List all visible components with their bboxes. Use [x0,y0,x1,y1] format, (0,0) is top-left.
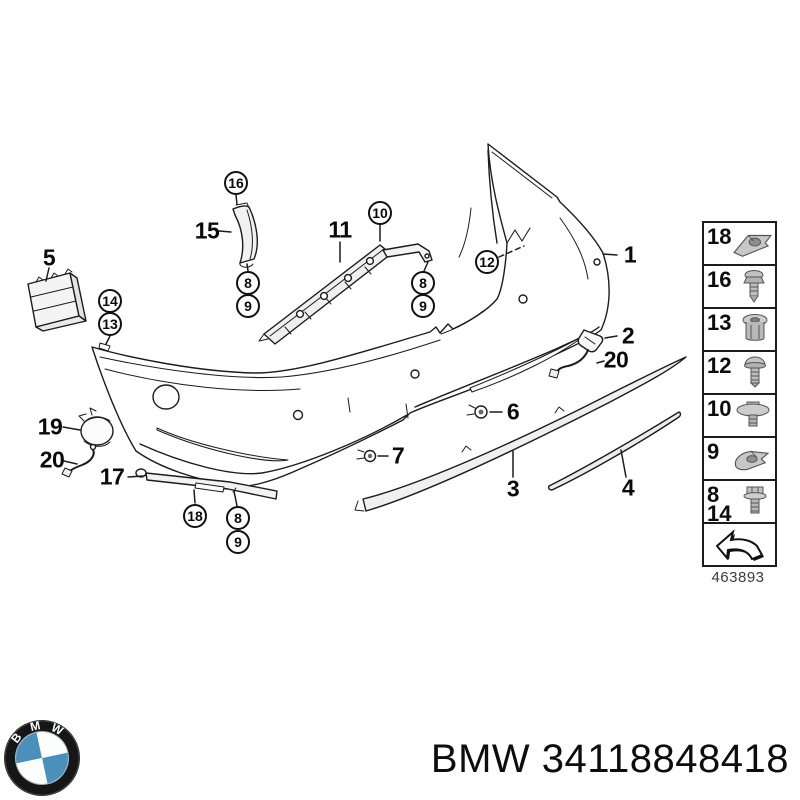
bumper-part-1 [91,143,610,488]
grille-part-5 [27,268,87,332]
trim-strip-part-3 [354,356,687,512]
legend-row-16: 16 [704,266,775,309]
callout-circled-12: 12 [475,250,499,274]
callout-circled-9-b: 9 [411,294,435,318]
bmw-roundel-logo: B M W [2,718,82,800]
callout-20-left: 20 [39,446,65,473]
callout-circled-16: 16 [224,171,248,195]
callout-1: 1 [623,241,637,268]
callout-19: 19 [37,413,63,440]
callout-5: 5 [42,244,56,271]
part-number-title: BMW 34118848418 [430,737,789,781]
callout-11: 11 [328,216,352,243]
clip-part-6 [466,404,488,419]
bracket-part-15 [232,202,258,268]
clip-part-7 [356,449,377,463]
legend-row-18: 18 [704,223,775,266]
mount-strip-part-17 [135,468,278,500]
callout-circled-14: 14 [98,289,122,313]
hex-bolt-icon [743,486,767,513]
callout-circled-18: 18 [183,504,207,528]
cable-part-20-right [548,349,589,379]
blind-rivet-nut-icon [742,313,768,341]
clamp-nut-icon [733,234,773,257]
cap-part-2 [577,329,604,353]
towing-cap-part-19 [78,407,114,447]
callout-circled-13: 13 [98,312,122,336]
callout-4: 4 [621,474,635,501]
pan-head-screw-icon [744,356,766,388]
legend-label: 18 [707,224,732,249]
cable-part-20-left [61,443,97,478]
callout-circled-8-c: 8 [226,506,250,530]
support-rail-part-11 [258,243,433,345]
callout-circled-9-c: 9 [226,530,250,554]
callout-circled-8-b: 8 [411,271,435,295]
callout-2: 2 [621,322,635,349]
callout-3: 3 [506,475,520,502]
logo-letter-m: M [29,718,42,734]
legend-label: 10 [707,396,732,421]
legend-label: 12 [707,353,732,378]
legend-label: 9 [707,439,720,464]
callout-20-right: 20 [603,346,629,373]
legend-row-direction [704,524,775,565]
callout-circled-10: 10 [368,201,392,225]
legend-row-10: 10 [704,395,775,438]
legend-label: 14 [707,501,732,526]
legend-row-13: 13 [704,309,775,352]
washer-bolt-icon [736,401,770,426]
clip-nut-icon [734,450,770,470]
callout-circled-9-a: 9 [236,294,260,318]
fastener-legend-table: 18 16 13 [702,221,777,567]
callout-7: 7 [391,442,405,469]
trim-strip-part-4 [547,411,682,491]
legend-label: 13 [707,310,732,335]
legend-row-12: 12 [704,352,775,395]
callout-circled-8-a: 8 [236,271,260,295]
legend-row-8-14: 8 14 [704,481,775,526]
direction-arrow-icon [715,528,764,561]
callout-6: 6 [506,398,520,425]
expanding-rivet-icon [743,269,765,303]
legend-label: 16 [707,267,732,292]
callout-15: 15 [194,217,220,244]
drawing-number: 463893 [711,569,765,586]
callout-17: 17 [99,463,125,490]
legend-label: 8 [707,482,720,507]
legend-row-9: 9 [704,438,775,481]
